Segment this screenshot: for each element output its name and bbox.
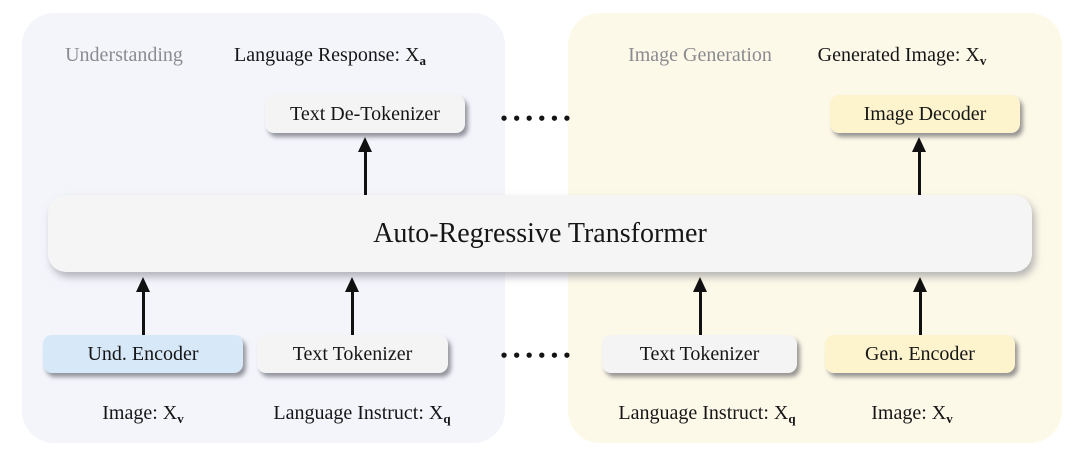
arrow-shaft <box>917 151 921 195</box>
language-instruct-understanding-text: Language Instruct: X <box>273 402 444 424</box>
language-instruct-understanding-label: Language Instruct: Xq <box>273 402 450 425</box>
arrowhead-icon <box>358 137 372 152</box>
generated-image-text: Generated Image: X <box>817 44 980 66</box>
text-detokenizer-label: Text De-Tokenizer <box>290 102 440 125</box>
gen-encoder-box: Gen. Encoder <box>825 335 1015 373</box>
arrowhead-icon <box>912 137 926 152</box>
language-response-text: Language Response: X <box>233 44 420 66</box>
arrowhead-icon <box>345 277 359 292</box>
arrowhead-icon <box>136 277 150 292</box>
und-encoder-box: Und. Encoder <box>43 335 243 373</box>
auto-regressive-transformer-box: Auto-Regressive Transformer <box>48 195 1032 272</box>
arrowhead-icon <box>693 277 707 292</box>
arrow-und-encoder-to-transformer <box>135 277 151 335</box>
image-decoder-label: Image Decoder <box>863 102 987 125</box>
und-encoder-label: Und. Encoder <box>87 342 199 365</box>
image-input-generation-text: Image: X <box>871 402 947 424</box>
text-tokenizer-generation-label: Text Tokenizer <box>639 342 760 365</box>
language-instruct-generation-subscript: q <box>788 411 796 426</box>
ellipsis-bottom: •••••• <box>499 347 575 365</box>
image-input-understanding-text: Image: X <box>102 402 178 424</box>
arrow-shaft <box>698 291 702 335</box>
ellipsis-top: •••••• <box>499 110 575 128</box>
text-tokenizer-generation-box: Text Tokenizer <box>602 335 797 373</box>
arrow-shaft <box>918 291 922 335</box>
language-response-subscript: a <box>419 53 427 68</box>
arrow-shaft <box>141 291 145 335</box>
arrowhead-icon <box>913 277 927 292</box>
text-detokenizer-box: Text De-Tokenizer <box>265 95 465 133</box>
arrow-transformer-to-image-decoder <box>911 137 927 195</box>
text-tokenizer-understanding-label: Text Tokenizer <box>292 342 413 365</box>
generated-image-subscript: v <box>979 53 987 68</box>
image-input-understanding-label: Image: Xv <box>102 402 183 425</box>
image-input-understanding-subscript: v <box>177 411 184 426</box>
arrow-text-tokenizer-generation-to-transformer <box>692 277 708 335</box>
language-response-label: Language Response: Xa <box>234 44 426 67</box>
language-instruct-generation-label: Language Instruct: Xq <box>618 402 795 425</box>
text-tokenizer-understanding-box: Text Tokenizer <box>257 335 448 373</box>
arrow-text-tokenizer-understanding-to-transformer <box>344 277 360 335</box>
auto-regressive-transformer-label: Auto-Regressive Transformer <box>373 217 707 249</box>
arrow-transformer-to-text-detokenizer <box>357 137 373 195</box>
generated-image-label: Generated Image: Xv <box>818 44 987 67</box>
language-instruct-understanding-subscript: q <box>443 411 451 426</box>
understanding-panel-title: Understanding <box>65 44 183 66</box>
gen-encoder-label: Gen. Encoder <box>865 342 975 365</box>
image-generation-panel-title: Image Generation <box>628 44 772 66</box>
image-decoder-box: Image Decoder <box>830 95 1020 133</box>
image-input-generation-subscript: v <box>946 411 953 426</box>
arrow-gen-encoder-to-transformer <box>912 277 928 335</box>
image-input-generation-label: Image: Xv <box>871 402 952 425</box>
arrow-shaft <box>363 151 367 195</box>
arrow-shaft <box>350 291 354 335</box>
language-instruct-generation-text: Language Instruct: X <box>618 402 789 424</box>
